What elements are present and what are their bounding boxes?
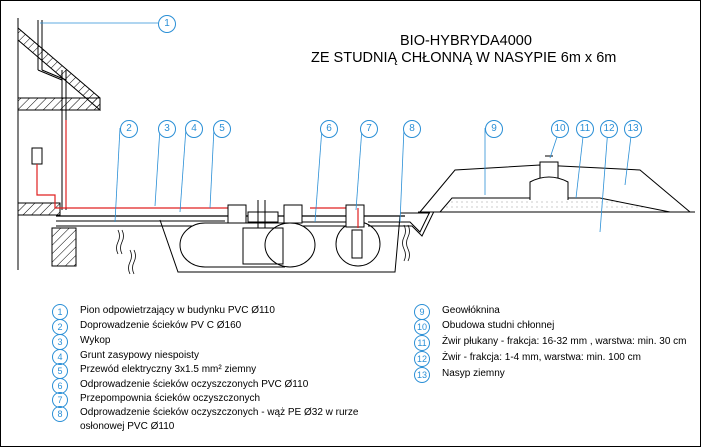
- pump-station: [335, 204, 381, 267]
- callout-7: 7: [360, 120, 378, 138]
- legend-text: Wykop: [80, 335, 111, 346]
- legend-text: osłonowej PVC Ø110: [80, 421, 175, 432]
- floor-slab: [17, 202, 61, 216]
- legend-right: 9 Geowłóknina 10 Obudowa studni chłonnej 1…: [414, 304, 694, 384]
- legend-text: Przewód elektryczny 3x1.5 mm² ziemny: [80, 364, 257, 375]
- legend-text: Pion odpowietrzający w budynku PVC Ø110: [80, 305, 275, 316]
- callout-10: 10: [551, 120, 569, 138]
- legend-number: 2: [52, 319, 68, 335]
- callout-1: 1: [158, 15, 176, 33]
- diagram-title-line1: BIO-HYBRYDA4000: [400, 33, 532, 49]
- upper-slab: [17, 97, 101, 111]
- foundation: [51, 227, 77, 267]
- callout-3: 3: [158, 120, 176, 138]
- callout-12: 12: [600, 120, 618, 138]
- callout-13: 13: [624, 120, 642, 138]
- callout-11: 11: [576, 120, 594, 138]
- legend-number: 1: [52, 304, 68, 320]
- legend-text: Doprowadzenie ścieków PV C Ø160: [80, 320, 242, 331]
- break-marks: [116, 224, 410, 275]
- legend-number: 11: [414, 335, 430, 351]
- callout-8: 8: [403, 120, 421, 138]
- legend-number: 8: [52, 406, 68, 422]
- leader-lines: [40, 22, 633, 233]
- legend-number: 10: [414, 319, 430, 335]
- legend-number: 13: [414, 367, 430, 383]
- legend-text: Nasyp ziemny: [442, 368, 505, 379]
- legend-text: Odprowadzenie ścieków oczyszczonych PVC …: [80, 379, 309, 390]
- legend-number: 5: [52, 363, 68, 379]
- legend-text: Geowłóknina: [442, 305, 500, 316]
- building: [17, 18, 101, 270]
- vent-stack: [37, 20, 67, 210]
- electrical-box: [31, 147, 43, 165]
- legend-item-continuation: osłonowej PVC Ø110: [80, 421, 174, 433]
- legend-text: Obudowa studni chłonnej: [442, 320, 555, 331]
- absorption-well: [529, 155, 569, 200]
- legend-text: Przepompownia ścieków oczyszczonych: [80, 393, 261, 404]
- diagram-title-line2: ZE STUDNIĄ CHŁONNĄ W NASYPIE 6m x 6m: [311, 50, 617, 66]
- legend-text: Żwir - frakcja: 1-4 mm, warstwa: min. 10…: [442, 352, 641, 363]
- excavation: [159, 215, 401, 273]
- callout-2: 2: [120, 120, 138, 138]
- legend-number: 12: [414, 351, 430, 367]
- callout-5: 5: [213, 120, 231, 138]
- callout-6: 6: [320, 120, 338, 138]
- callout-9: 9: [485, 120, 503, 138]
- legend-number: 3: [52, 334, 68, 350]
- callout-4: 4: [185, 120, 203, 138]
- treatment-plant: [179, 200, 316, 268]
- legend-text: Odprowadzenie ścieków oczyszczonych - wą…: [80, 407, 359, 418]
- legend-text: Żwir płukany - frakcja: 16-32 mm , warst…: [442, 336, 687, 347]
- legend-number: 9: [414, 304, 430, 320]
- legend-left: 1 Pion odpowietrzający w budynku PVC Ø110…: [52, 304, 392, 434]
- legend-text: Grunt zasypowy niespoisty: [80, 350, 199, 361]
